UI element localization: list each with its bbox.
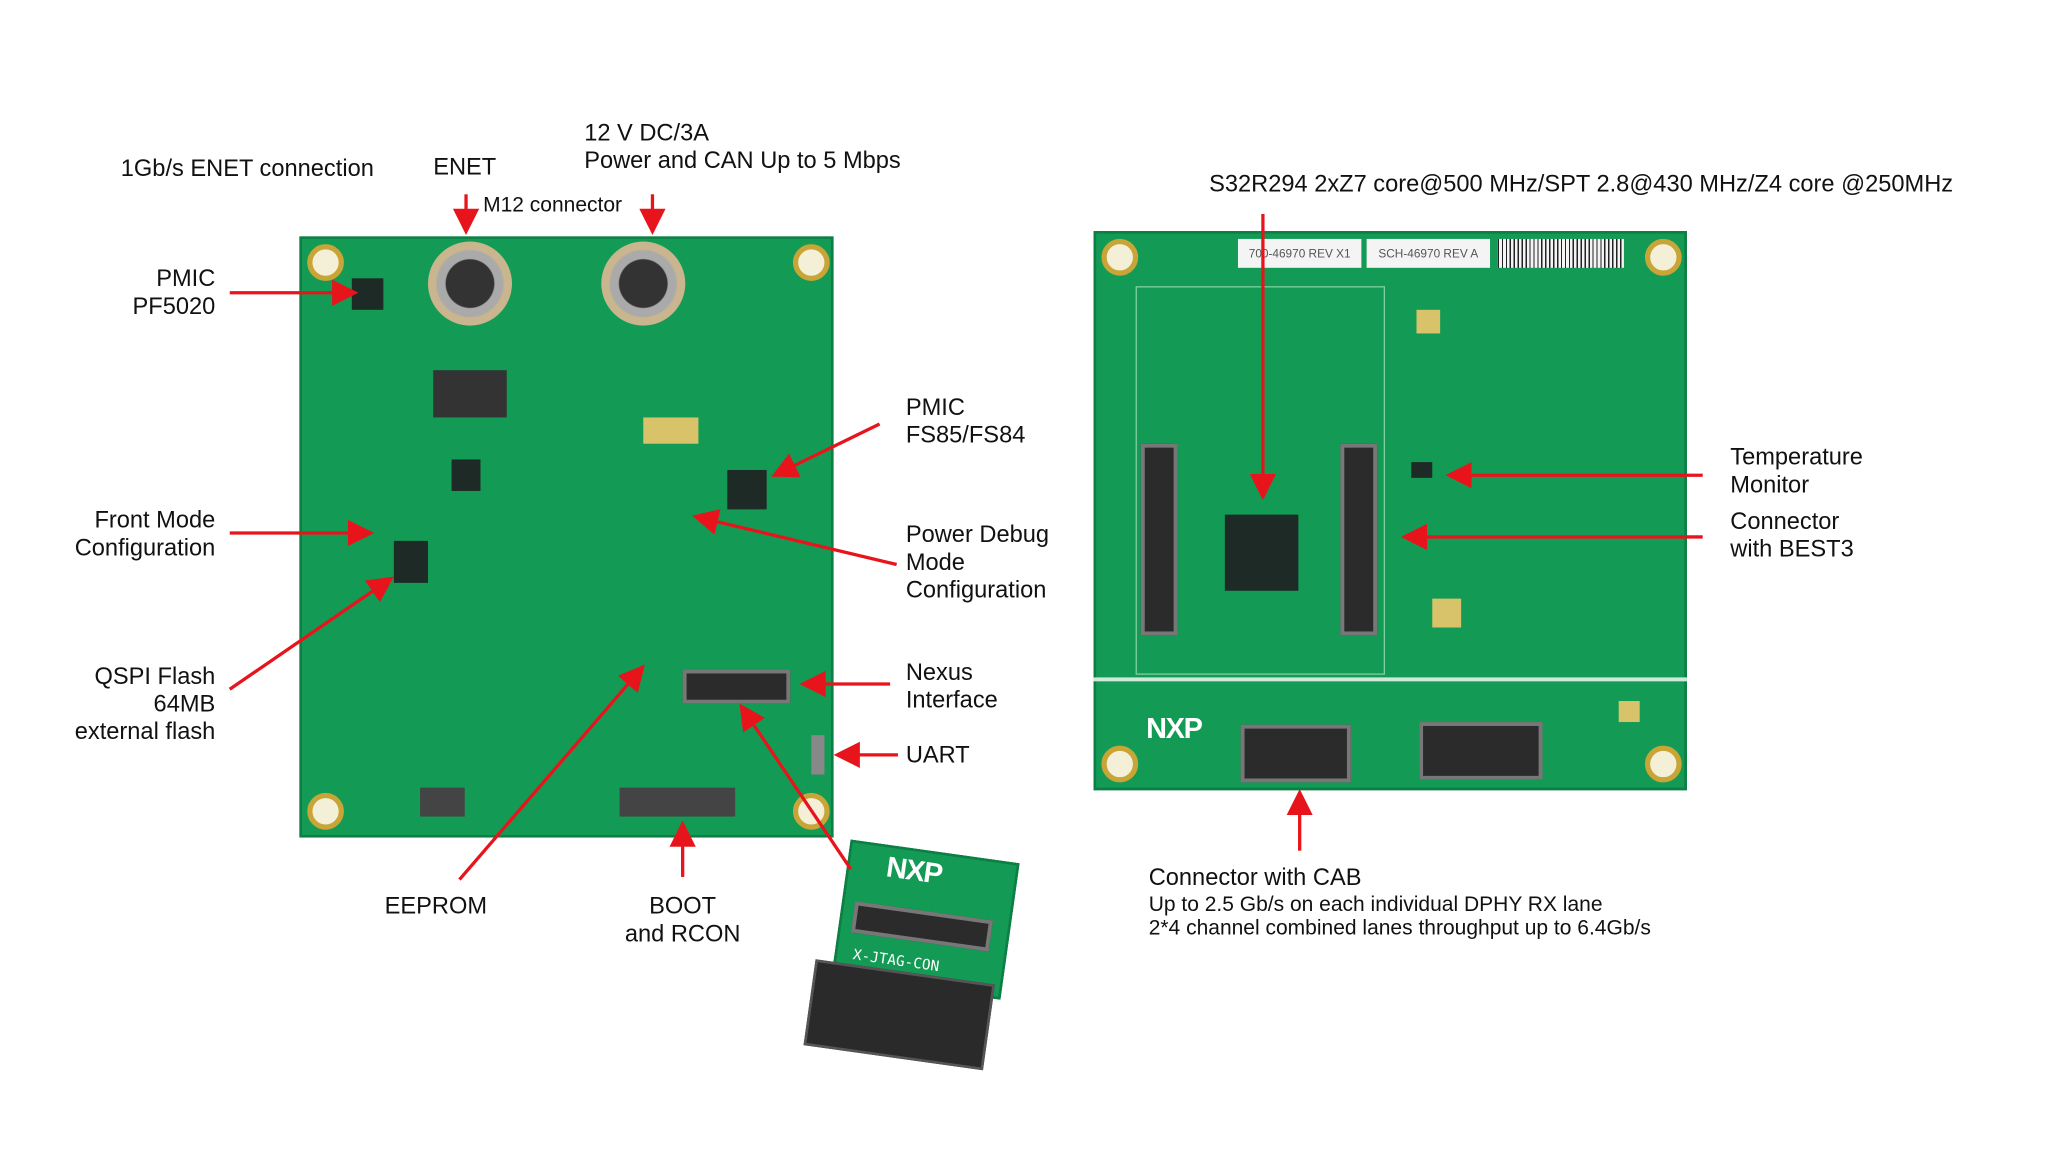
arrow-pmic-fs — [771, 422, 881, 478]
enet-label: ENET — [433, 153, 497, 180]
eeprom-label: EEPROM — [384, 892, 488, 919]
uart-label: UART — [905, 741, 970, 768]
barcode — [1497, 238, 1624, 268]
nexus-connector — [682, 669, 791, 704]
power-label-1: 12 V DC/3A — [584, 119, 709, 146]
nxp-logo-right: NXP — [1146, 711, 1203, 745]
arrow-power-debug — [692, 509, 898, 567]
m12-connector-enet — [427, 241, 512, 326]
cab-connector — [1240, 724, 1351, 783]
temperature-sensor — [1411, 462, 1433, 478]
right-pcb-board: 700-46970 REV X1 SCH-46970 REV A NXP — [1093, 231, 1687, 791]
soc-label: S32R294 2xZ7 core@500 MHz/SPT 2.8@430 MH… — [1209, 170, 1954, 197]
best-connector-right — [1340, 443, 1378, 636]
cab-detail-2: 2*4 channel combined lanes throughput up… — [1148, 917, 1651, 940]
s32r294-chip — [1224, 514, 1299, 591]
arrow-qspi — [228, 576, 395, 691]
arrow-jtag — [739, 703, 853, 870]
arrow-eeprom — [458, 664, 645, 881]
m12-connector-power — [601, 241, 686, 326]
power-label-2: Power and CAN Up to 5 Mbps — [584, 147, 901, 174]
sticker-sch: SCH-46970 REV A — [1366, 238, 1491, 268]
sticker-rev: 700-46970 REV X1 — [1237, 238, 1362, 268]
m12-connector-label: M12 connector — [483, 194, 623, 217]
best-connector-left — [1140, 443, 1178, 636]
cab-connector-label: Connector with CAB — [1148, 863, 1362, 891]
pmic-fs85-chip — [727, 469, 767, 510]
cab-detail-1: Up to 2.5 Gb/s on each individual DPHY R… — [1148, 894, 1603, 917]
enet-connection-label: 1Gb/s ENET connection — [120, 154, 374, 182]
left-pcb-board — [299, 236, 834, 838]
cab-connector-2 — [1419, 722, 1543, 780]
